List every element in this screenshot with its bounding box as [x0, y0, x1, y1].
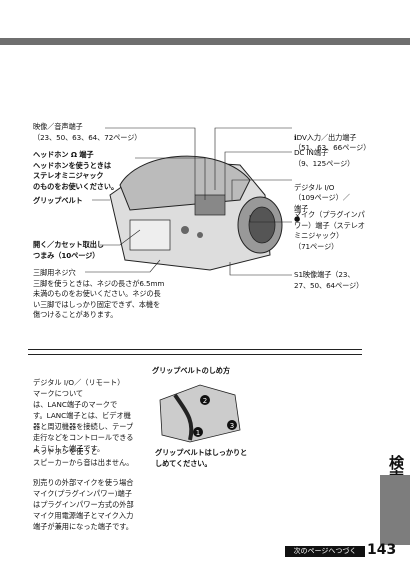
step-3-marker: [227, 420, 237, 430]
lanc-icon: ●: [294, 214, 301, 223]
callout-headphone-jack: ヘッドホン Ω 端子 ヘッドホンを使うときは ステレオミニジャック のものをお使…: [33, 150, 119, 191]
section-divider: [28, 349, 362, 355]
callout-dv-text: DV入力／出力端子 （51、63、66ページ）: [294, 132, 371, 153]
header-bar: [0, 38, 410, 45]
note-lanc-text: デジタル I/O／（リモート） マークについて は、LANC端子のマークで す。…: [33, 378, 134, 453]
dv-icon: ℹ: [294, 132, 297, 142]
grip-section-caption: グリップベルトはしっかりと しめてください。: [155, 448, 248, 468]
callout-digital-io-text: デジタル I/O （109ページ）／ 端子: [294, 182, 350, 213]
callout-tripod-socket: 三脚用ネジ穴 三脚を使うときは、ネジの長さが6.5mm 未満のものをお使いくださ…: [33, 268, 165, 319]
step-1-marker: [193, 427, 203, 437]
callout-digital-io: デジタル I/O （109ページ）／ 端子 ●: [294, 172, 350, 225]
step-3-label: 3: [230, 422, 234, 430]
grip-section-title: グリップベルトのしめ方: [152, 366, 230, 375]
next-page-indicator: 次のページへつづく: [285, 546, 365, 557]
callout-mic-jack: マイク（プラグインパ ワー）端子（ステレオ ミニジャック） （71ページ）: [294, 210, 365, 251]
callout-av-terminal: 映像／音声端子 （23、50、63、64、72ページ）: [33, 122, 142, 142]
callout-grip-belt: グリップベルト: [33, 196, 83, 205]
callout-open-eject-knob: 開く／カセット取出し つまみ（10ページ）: [33, 240, 104, 260]
camcorder-illustration: [109, 155, 283, 271]
callout-dc-in: DC IN端子 （9、125ページ）: [294, 148, 355, 168]
note-headphones: ヘッドホンを使うと スピーカーから音は出ません。: [33, 447, 134, 467]
callout-dv-terminal: ℹDV入力／出力端子 （51、63、66ページ）: [294, 122, 370, 154]
step-2-label: 2: [203, 397, 207, 405]
grip-belt-illustration: 2 1 3: [159, 384, 241, 443]
step-1-label: 1: [196, 429, 200, 437]
note-external-mic: 別売りの外部マイクを使う場合 マイク(プラグインパワー)端子 はプラグインパワー…: [33, 478, 134, 531]
page-number: 143: [367, 542, 397, 558]
callout-s1-video: S1映像端子（23、 27、50、64ページ）: [294, 270, 364, 290]
note-lanc: デジタル I/O／（リモート） マークについて は、LANC端子のマークで す。…: [33, 366, 148, 454]
side-tab-bar: [380, 475, 410, 545]
step-2-marker: [200, 395, 210, 405]
